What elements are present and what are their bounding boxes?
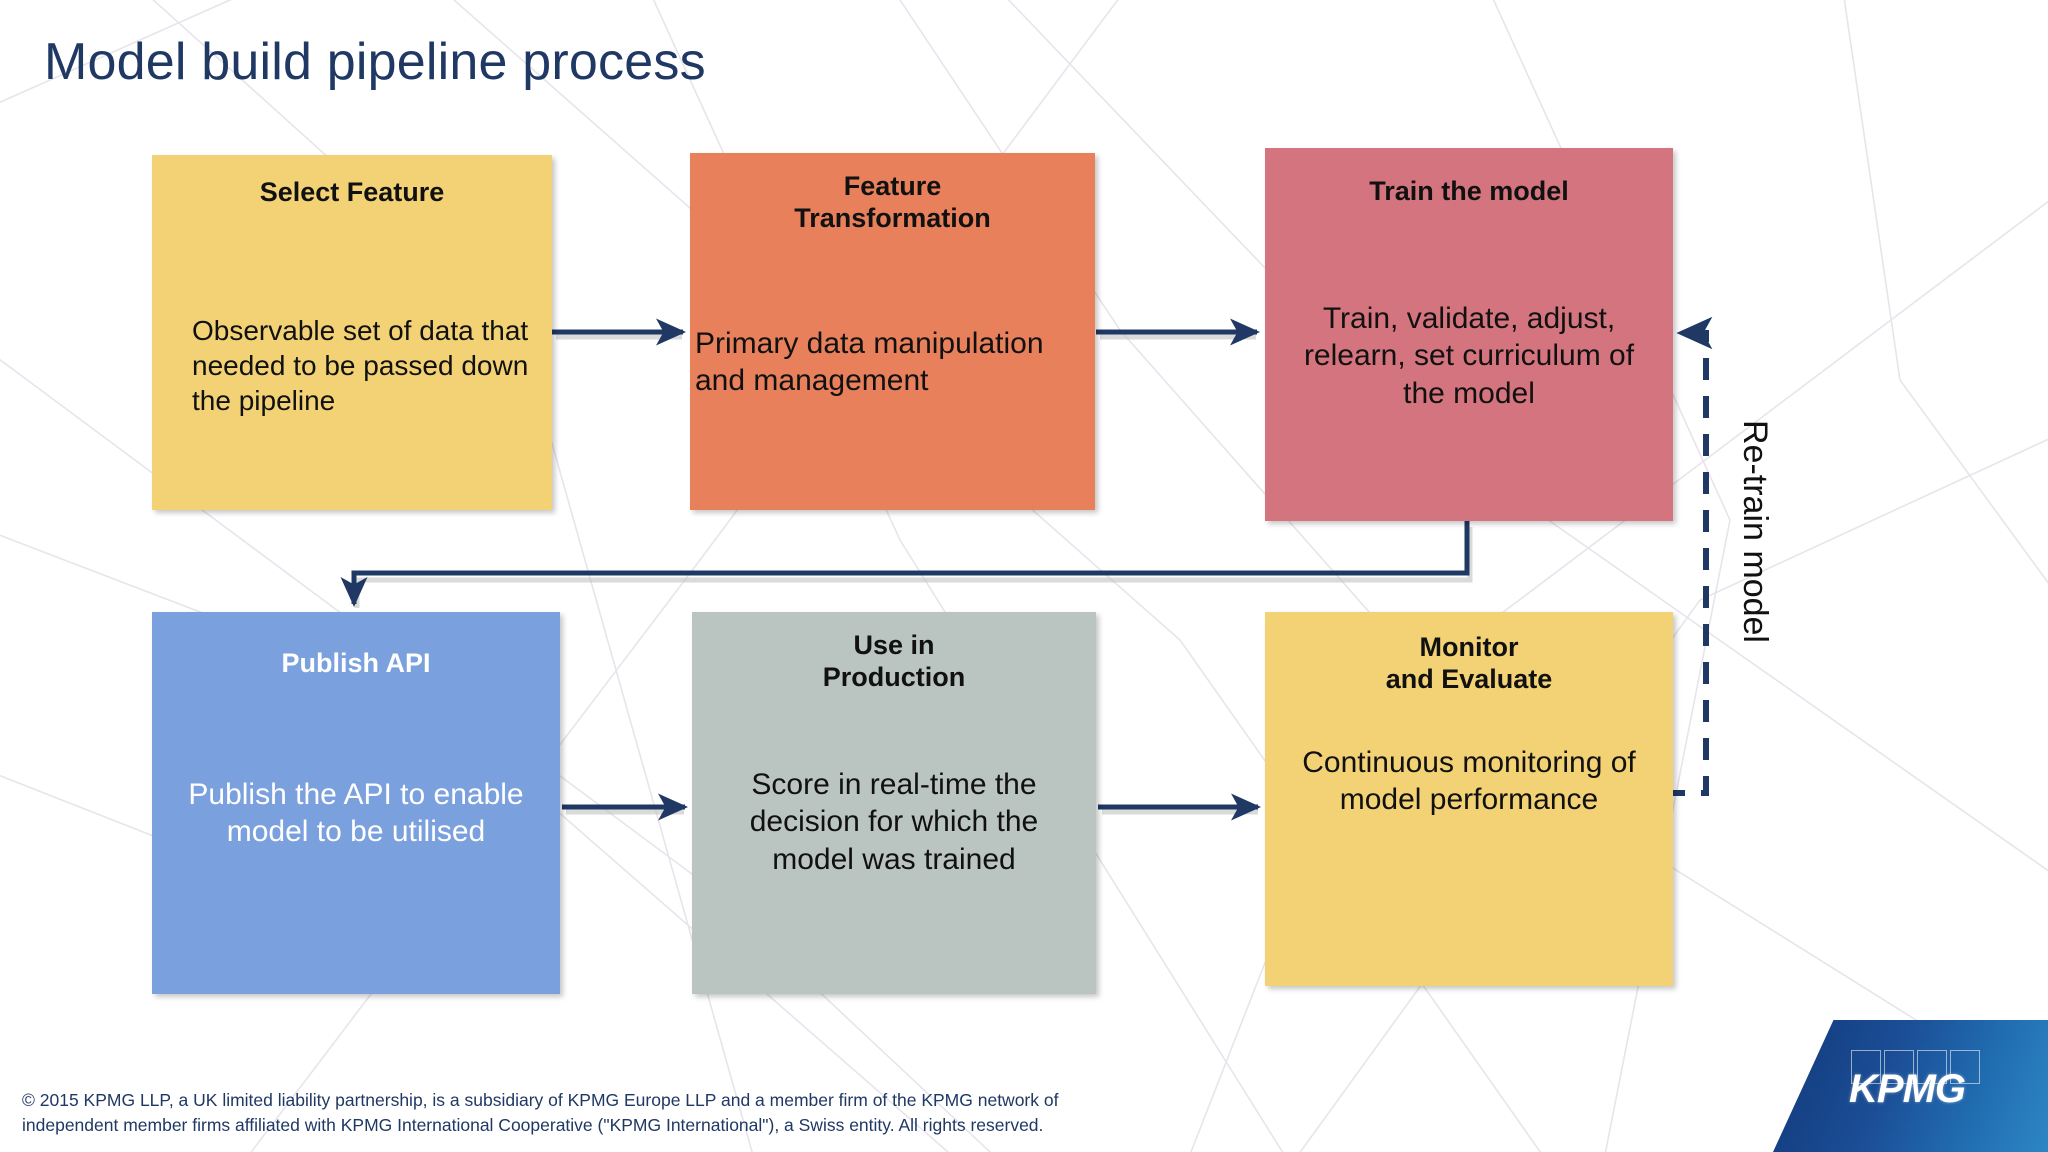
- process-box-title: Monitor and Evaluate: [1385, 632, 1553, 694]
- process-box-publish-api[interactable]: Publish API Publish the API to enable mo…: [152, 612, 560, 994]
- process-box-body: Observable set of data that needed to be…: [192, 314, 529, 416]
- process-box-body: Primary data manipulation and management: [695, 326, 1044, 398]
- footer-line-2: independent member firms affiliated with…: [22, 1115, 1044, 1136]
- logo-inner: KPMG: [1849, 1050, 2009, 1128]
- retrain-model-label: Re-train model: [1736, 420, 1774, 643]
- process-box-title: Train the model: [1369, 176, 1569, 206]
- process-box-body: Publish the API to enable model to be ut…: [188, 777, 524, 849]
- footer-disclaimer: © 2015 KPMG LLP, a UK limited liability …: [22, 1088, 1272, 1139]
- process-box-title: Select Feature: [259, 177, 445, 207]
- process-box-title: Publish API: [281, 648, 431, 678]
- process-box-feature-transformation[interactable]: Feature Transformation Primary data mani…: [690, 153, 1095, 510]
- arrow-train-to-publish: [340, 521, 1470, 607]
- process-box-use-in-production[interactable]: Use in Production Score in real-time the…: [692, 612, 1096, 994]
- process-box-body: Train, validate, adjust, relearn, set cu…: [1303, 301, 1635, 410]
- process-box-select-feature[interactable]: Select Feature Observable set of data th…: [152, 155, 552, 510]
- process-box-monitor-and-evaluate[interactable]: Monitor and Evaluate Continuous monitori…: [1265, 612, 1673, 986]
- logo-wordmark: KPMG: [1849, 1067, 1966, 1111]
- process-box-title: Use in Production: [822, 630, 966, 692]
- process-box-title: Feature Transformation: [794, 171, 991, 233]
- process-box-body: Score in real-time the decision for whic…: [749, 767, 1039, 876]
- page-title: Model build pipeline process: [44, 33, 706, 91]
- process-box-train-the-model[interactable]: Train the model Train, validate, adjust,…: [1265, 148, 1673, 521]
- footer-line-1: © 2015 KPMG LLP, a UK limited liability …: [22, 1090, 1059, 1110]
- process-box-body: Continuous monitoring of model performan…: [1302, 745, 1636, 817]
- kpmg-logo: KPMG: [1773, 1020, 2048, 1152]
